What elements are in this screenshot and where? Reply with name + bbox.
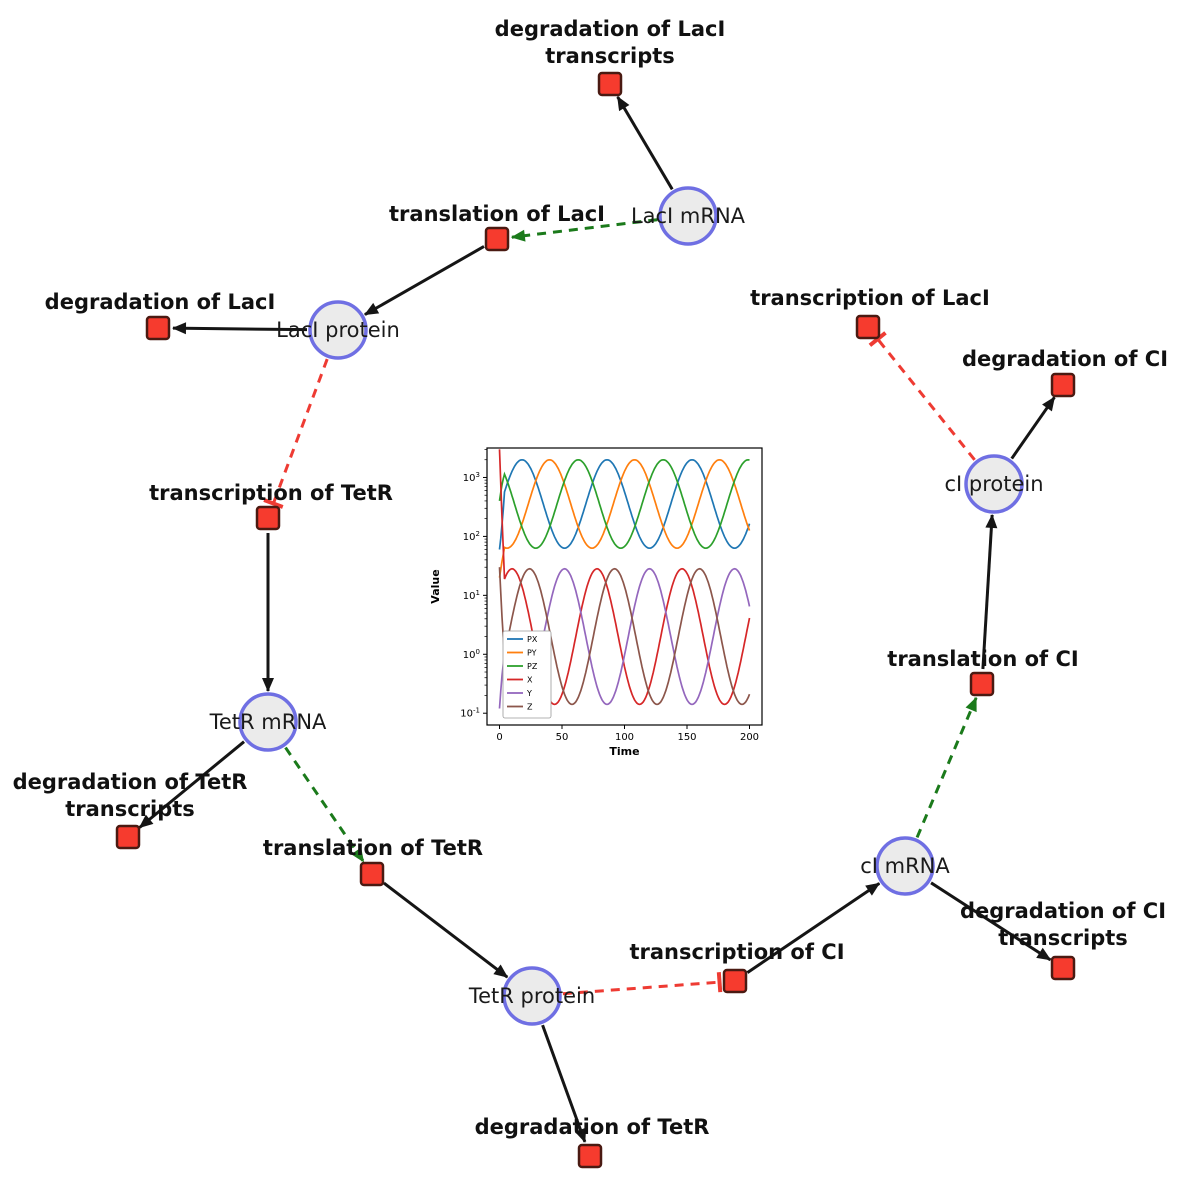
reaction-label-transcription-ci: transcription of CI xyxy=(629,940,844,964)
y-tick-label: 100 xyxy=(463,648,480,661)
reaction-node-deg-ci[interactable] xyxy=(1050,372,1076,398)
reaction-node-deg-ci-transcripts[interactable] xyxy=(1050,955,1076,981)
y-tick-label: 102 xyxy=(463,530,480,543)
reaction-node-deg-laci[interactable] xyxy=(145,315,171,341)
reaction-node-translation-tetr[interactable] xyxy=(359,861,385,887)
nodes-layer xyxy=(115,71,1076,1169)
edge-translation-tetr-to-tetr-protein xyxy=(383,881,509,979)
species-label-ci-mrna: cI mRNA xyxy=(860,854,950,878)
reaction-node-deg-tetr[interactable] xyxy=(577,1143,603,1169)
chart-legend: PX PY PZ XYZ xyxy=(502,630,552,719)
chart-series-PY xyxy=(498,458,751,578)
legend-entry-PZ: PZ xyxy=(527,662,538,671)
edge-tetr-protein-to-transcription-ci xyxy=(562,972,723,996)
edge-ci-protein-to-deg-ci xyxy=(1010,396,1056,460)
legend-entry-X: X xyxy=(527,676,533,685)
reaction-label-transcription-tetr: transcription of TetR xyxy=(149,481,393,505)
edge-laci-mrna-to-translation-laci xyxy=(510,218,658,242)
y-tick-label: 103 xyxy=(463,471,480,484)
chart-series-Z xyxy=(498,567,751,706)
legend-entry-PY: PY xyxy=(527,649,537,658)
species-node-ci-mrna[interactable] xyxy=(875,836,935,896)
reaction-node-transcription-ci[interactable] xyxy=(722,968,748,994)
y-axis-label: Value xyxy=(429,569,442,603)
edge-tetr-protein-to-deg-tetr xyxy=(541,1024,587,1143)
reaction-node-transcription-tetr[interactable] xyxy=(255,505,281,531)
edge-tetr-mrna-to-deg-tetr-transcripts xyxy=(138,740,245,829)
reaction-label-transcription-laci: transcription of LacI xyxy=(750,286,990,310)
species-label-laci-mrna: LacI mRNA xyxy=(631,204,746,228)
reaction-label-deg-ci: degradation of CI xyxy=(962,347,1168,371)
species-node-tetr-protein[interactable] xyxy=(502,966,562,1026)
species-label-ci-protein: cI protein xyxy=(944,472,1043,496)
edge-ci-mrna-to-translation-ci xyxy=(915,696,978,839)
species-node-tetr-mrna[interactable] xyxy=(238,692,298,752)
legend-entry-PX: PX xyxy=(527,635,538,644)
edges-layer xyxy=(138,96,1056,1143)
reaction-node-deg-tetr-transcripts[interactable] xyxy=(115,824,141,850)
reaction-label-deg-tetr: degradation of TetR xyxy=(475,1115,710,1139)
edge-transcription-ci-to-ci-mrna xyxy=(746,882,881,974)
chart-series-PZ xyxy=(498,458,750,550)
reaction-node-translation-ci[interactable] xyxy=(969,671,995,697)
edge-ci-mrna-to-deg-ci-transcripts xyxy=(930,881,1052,962)
reaction-node-translation-laci[interactable] xyxy=(484,226,510,252)
species-node-ci-protein[interactable] xyxy=(964,454,1024,514)
species-label-laci-protein: LacI protein xyxy=(276,318,400,342)
y-tick-label: 101 xyxy=(463,589,480,602)
chart-series-PX xyxy=(498,458,751,550)
reaction-node-deg-laci-transcripts[interactable] xyxy=(597,71,623,97)
species-label-tetr-protein: TetR protein xyxy=(468,984,595,1008)
edge-laci-protein-to-transcription-tetr xyxy=(263,358,329,509)
x-tick-label: 150 xyxy=(677,732,696,743)
legend-entry-Z: Z xyxy=(527,703,533,712)
reaction-label-translation-tetr: translation of TetR xyxy=(263,836,483,860)
reaction-label-deg-laci: degradation of LacI xyxy=(45,290,276,314)
x-tick-label: 100 xyxy=(615,732,634,743)
reaction-node-transcription-laci[interactable] xyxy=(855,314,881,340)
legend-entry-Y: Y xyxy=(526,689,532,698)
species-label-tetr-mrna: TetR mRNA xyxy=(209,710,327,734)
reaction-label-translation-ci: translation of CI xyxy=(887,647,1078,671)
reaction-label-translation-laci: translation of LacI xyxy=(389,202,605,226)
y-tick-label: 10-1 xyxy=(460,707,480,720)
species-node-laci-protein[interactable] xyxy=(308,300,368,360)
edge-laci-mrna-to-deg-laci-transcripts xyxy=(616,96,674,191)
edge-translation-laci-to-laci-protein xyxy=(364,245,485,316)
edge-translation-ci-to-ci-protein xyxy=(981,513,998,670)
species-node-laci-mrna[interactable] xyxy=(658,186,718,246)
edge-tetr-mrna-to-translation-tetr xyxy=(284,746,365,863)
edge-ci-protein-to-transcription-laci xyxy=(868,331,976,461)
x-tick-label: 0 xyxy=(496,732,502,743)
edge-laci-protein-to-deg-laci xyxy=(171,322,308,335)
x-tick-label: 200 xyxy=(740,732,759,743)
x-tick-label: 50 xyxy=(556,732,569,743)
x-axis-label: Time xyxy=(609,745,639,756)
